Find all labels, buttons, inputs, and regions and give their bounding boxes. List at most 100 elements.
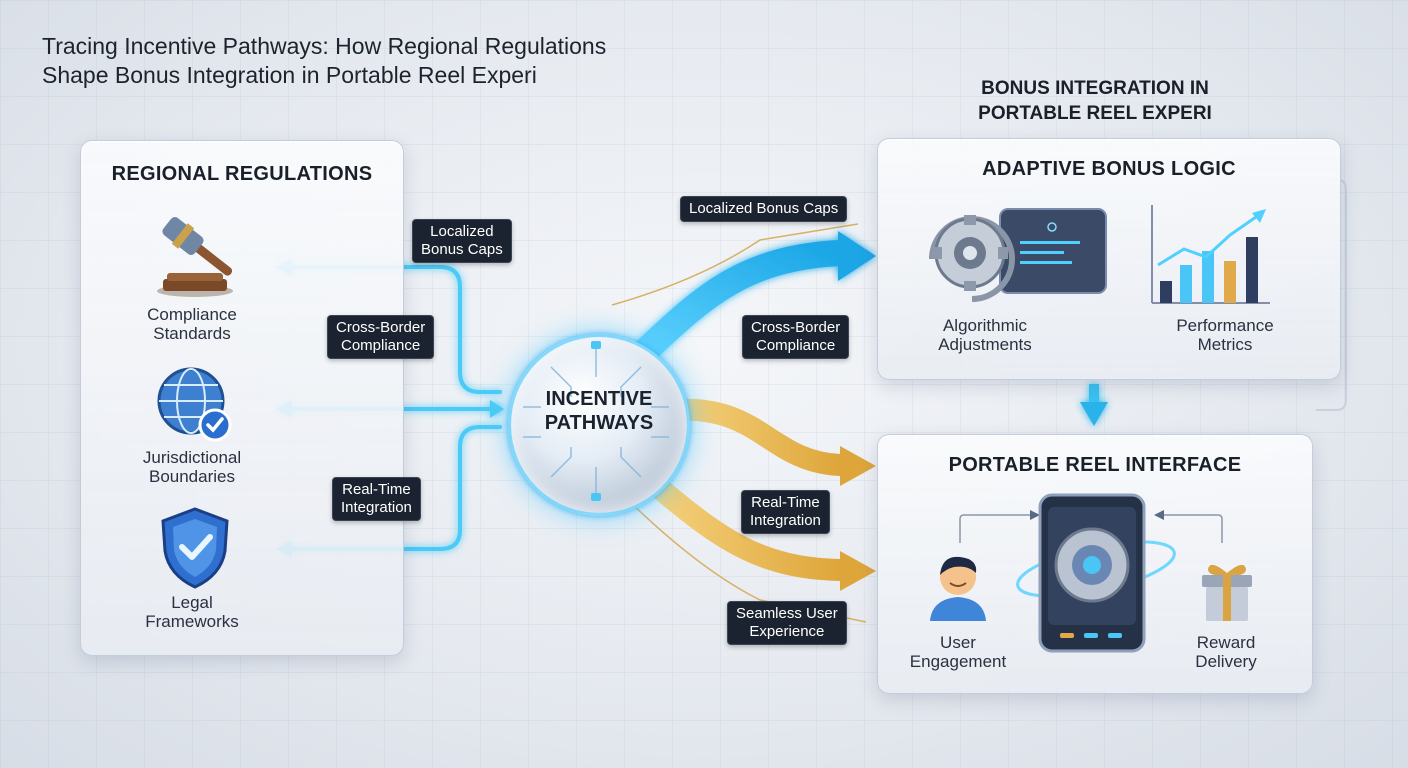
feedback-loop [1316,179,1347,411]
gift-bow-right [1227,564,1246,576]
gift-icon [1202,564,1252,621]
item-user-engagement: User Engagement [890,633,1026,671]
chart-trend-line [1157,215,1257,267]
item-compliance-standards: Compliance Standards [121,305,263,343]
item-algorithmic-adjustments: Algorithmic Adjustments [900,316,1070,354]
right-heading-line-2: PORTABLE REEL EXPERI [978,103,1212,124]
regional-regulations-panel: REGIONAL REGULATIONS Compliance Standard… [80,140,404,656]
phone-indicator-3 [1108,633,1122,638]
dashboard-line-1 [1020,241,1080,244]
right-heading-line-1: BONUS INTEGRATION IN [981,78,1209,99]
incentive-pathways-hub: INCENTIVE PATHWAYS [508,334,690,516]
phone-indicator-2 [1084,633,1098,638]
gold-arrow-body-upper [665,398,851,476]
hub-label-line-1: INCENTIVE [545,388,653,410]
gold-arrow-head-lower [840,551,876,591]
tag-right-4-line-1: Seamless User [736,605,838,622]
user-hair [940,556,977,575]
tag-cross-border-compliance-left: Cross-Border Compliance [327,315,435,359]
guide-lower [627,499,867,623]
portable-reel-interface-heading: PORTABLE REEL INTERFACE [948,454,1242,476]
user-smile [949,582,967,587]
item-legal-line-2: Frameworks [145,612,239,631]
item-performance-metrics: Performance Metrics [1140,316,1310,354]
adaptive-bonus-logic-panel: ADAPTIVE BONUS LOGIC Algorithmic Adjustm… [877,138,1341,380]
tag-right-2-line-1: Cross-Border [751,319,841,336]
item-performance-line-1: Performance [1176,316,1274,335]
gift-bow-left [1208,564,1227,576]
tag-right-1-line-1: Localized Bonus Caps [689,200,839,217]
gear-tooth-bottom [964,281,976,291]
item-reward-line-2: Delivery [1195,652,1257,671]
gear-hub [963,246,977,260]
regional-regulations-heading: REGIONAL REGULATIONS [111,163,373,185]
tag-cross-border-compliance-right: Cross-Border Compliance [742,315,850,359]
gavel-head-band [171,223,195,249]
down-arrow-shaft [1089,384,1099,408]
guide-upper [611,223,859,306]
shield-inner [173,519,217,577]
tag-left-3-line-2: Integration [341,499,412,516]
gear-tooth-left [932,247,942,259]
page-title: Tracing Incentive Pathways: How Regional… [42,32,606,90]
title-line-1: Tracing Incentive Pathways: How Regional… [42,33,607,59]
flow-arrow-left [1030,510,1040,520]
dashboard-dot [1047,222,1057,232]
globe-check-icon [157,367,232,442]
circuit-node-top [591,341,601,349]
item-legal-line-1: Legal [171,593,213,612]
phone-gear-icon [1016,493,1176,653]
gear-tooth-top [964,215,976,225]
dashboard-line-2 [1020,251,1064,254]
user-icon [930,556,986,621]
tag-right-2-line-2: Compliance [755,337,836,354]
gear-tooth-right [998,247,1008,259]
tag-localized-bonus-caps-right: Localized Bonus Caps [680,196,848,222]
arrowhead-hub-in [490,400,504,418]
gavel-handle [193,243,233,276]
tag-left-2-line-2: Compliance [340,337,421,354]
tag-left-1-line-2: Bonus Caps [421,241,503,258]
dashboard-line-3 [1020,261,1072,264]
circuit-pattern-icon [523,341,669,501]
shield-check-mark [179,534,213,560]
item-jurisdiction-line-1: Jurisdictional [142,448,242,467]
gift-ribbon-vertical [1223,575,1231,621]
tag-right-3-line-1: Real-Time [751,494,820,511]
chart-trend-arrowhead [1252,209,1266,223]
hub-label-line-2: PATHWAYS [544,412,654,434]
item-user-line-1: User [940,633,976,652]
down-arrow-head [1080,402,1108,426]
gear-cycle-icon [929,208,1107,302]
circuit-node-bottom [591,493,601,501]
tag-left-1-line-1: Localized [430,223,494,240]
flow-line-left [959,514,1032,543]
adaptive-bonus-logic-heading: ADAPTIVE BONUS LOGIC [982,158,1236,180]
tag-real-time-integration-right: Real-Time Integration [741,490,830,534]
thin-guides [611,223,867,623]
item-performance-line-2: Metrics [1197,335,1253,354]
tag-right-3-line-2: Integration [750,512,821,529]
item-compliance-line-1: Compliance [147,305,237,324]
circuit-trace-5 [550,447,572,478]
chart-bar-4 [1224,261,1236,303]
gavel-block [163,279,227,291]
hub-label: INCENTIVE PATHWAYS [511,387,687,435]
shield-check-icon [161,507,229,589]
flow-line-right [1162,514,1223,543]
globe-check-mark [206,417,224,433]
user-body [930,597,986,621]
down-arrow [1080,384,1108,426]
item-jurisdiction-line-2: Boundaries [148,467,235,486]
gold-arrow-body-lower [639,469,851,581]
circuit-trace-6 [620,447,642,478]
item-user-line-2: Engagement [909,652,1007,671]
item-compliance-line-2: Standards [153,324,231,343]
tag-left-3-line-1: Real-Time [342,481,411,498]
item-reward-line-1: Reward [1196,633,1256,652]
item-legal-frameworks: Legal Frameworks [121,593,263,631]
chart-bar-3 [1202,251,1214,303]
engagement-flow-lines [959,510,1223,543]
circuit-trace-4 [620,366,642,397]
